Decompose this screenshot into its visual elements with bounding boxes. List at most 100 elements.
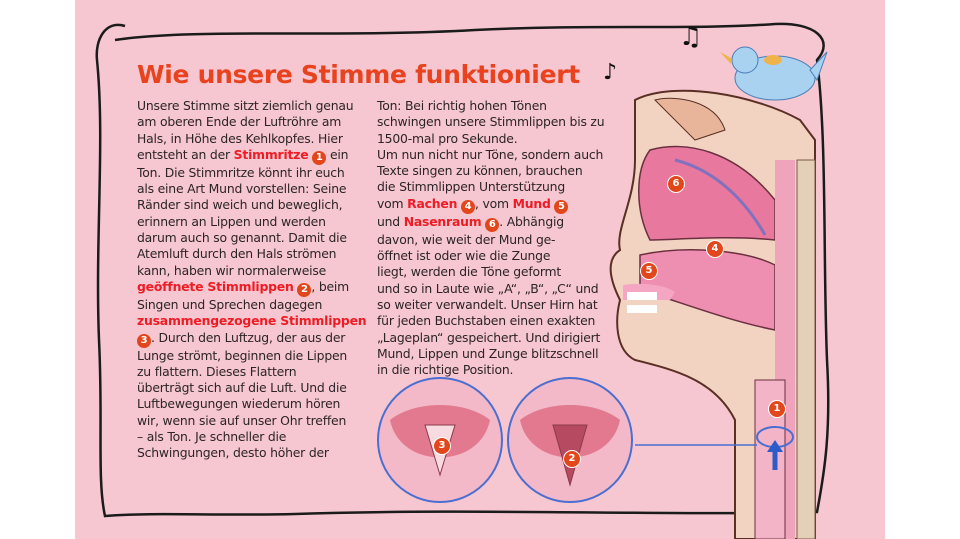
text-line: schwingen unsere Stimmlippen bis zu: [377, 114, 605, 130]
number-badge: 4: [460, 199, 475, 214]
text-segment: Hals, in Höhe des Kehlkopfes. Hier: [137, 130, 343, 146]
text-segment: die Stimmlippen Unterstützung: [377, 179, 566, 195]
text-line: Unsere Stimme sitzt ziemlich genau: [137, 98, 366, 114]
text-line: entsteht an der Stimmritze 1 ein: [137, 147, 366, 165]
number-badge: 5: [554, 199, 569, 214]
highlighted-term: zusammengezogene Stimmlippen: [137, 313, 367, 329]
text-line: vom Rachen 4, vom Mund 5: [377, 196, 604, 214]
text-line: überträgt sich auf die Luft. Und die: [137, 380, 366, 396]
badge-mouth: 5: [640, 262, 658, 280]
voice-anatomy-illustration: [377, 46, 828, 539]
highlighted-term: Rachen: [407, 195, 458, 211]
open-vocal-cords-view: [507, 377, 633, 503]
text-segment: und: [377, 213, 404, 229]
text-line: Lunge strömt, beginnen die Lippen: [137, 348, 366, 364]
text-segment: öffnet ist oder wie die Zunge: [377, 248, 551, 264]
text-segment: Ton. Die Stimmritze könnt ihr euch: [137, 164, 345, 180]
number-badge: 1: [312, 150, 327, 165]
text-segment: liegt, werden die Töne geformt: [377, 264, 562, 280]
music-note-icon: ♫: [679, 22, 703, 52]
text-segment: „Lageplan“ gespeichert. Und dirigiert: [377, 329, 601, 345]
badge-closed-cords: 3: [433, 437, 451, 455]
text-segment: schwingen unsere Stimmlippen bis zu: [377, 114, 605, 130]
text-segment: ein: [326, 146, 349, 162]
text-line: Atemluft durch den Hals strömen: [137, 246, 366, 262]
highlighted-term: Stimmritze: [233, 146, 309, 162]
text-segment: . Durch den Luftzug, der aus der: [151, 329, 346, 345]
text-segment: zu flattern. Dieses Flattern: [137, 363, 297, 379]
page-panel: Wie unsere Stimme funktioniert Unsere St…: [75, 0, 885, 539]
text-line: Um nun nicht nur Töne, sondern auch: [377, 147, 604, 163]
text-segment: in die richtige Position.: [377, 362, 514, 378]
page-title: Wie unsere Stimme funktioniert: [137, 60, 580, 89]
highlighted-term: Mund: [512, 195, 551, 211]
text-segment: , vom: [474, 195, 513, 211]
text-segment: Singen und Sprechen dagegen: [137, 296, 323, 312]
text-line: Hals, in Höhe des Kehlkopfes. Hier: [137, 131, 366, 147]
text-segment: Atemluft durch den Hals strömen: [137, 246, 337, 262]
badge-glottis: 1: [768, 400, 786, 418]
highlighted-term: geöffnete Stimmlippen: [137, 278, 294, 294]
text-segment: Um nun nicht nur Töne, sondern auch: [377, 146, 604, 162]
text-line: Singen und Sprechen dagegen: [137, 297, 366, 313]
text-segment: , beim: [311, 278, 350, 294]
text-segment: Lunge strömt, beginnen die Lippen: [137, 347, 348, 363]
text-line: 3. Durch den Luftzug, der aus der: [137, 330, 366, 348]
text-segment: Ränder sind weich und beweglich,: [137, 197, 343, 213]
hand-drawn-frame: [95, 22, 830, 518]
text-line: Ränder sind weich und beweglich,: [137, 197, 366, 213]
text-segment: – als Ton. Je schneller die: [137, 429, 287, 445]
text-segment: wir, wenn sie auf unser Ohr treffen: [137, 412, 347, 428]
text-line: am oberen Ende der Luftröhre am: [137, 114, 366, 130]
text-line: so weiter verwandelt. Unser Hirn hat: [377, 297, 604, 313]
text-line: liegt, werden die Töne geformt: [377, 264, 604, 280]
text-line: Schwingungen, desto höher der: [137, 445, 366, 461]
text-line: – als Ton. Je schneller die: [137, 429, 366, 445]
text-line: als eine Art Mund vorstellen: Seine: [137, 181, 366, 197]
text-line: Mund, Lippen und Zunge blitzschnell: [377, 346, 604, 362]
text-segment: kann, haben wir normalerweise: [137, 262, 327, 278]
text-segment: Ton: Bei richtig hohen Tönen: [377, 98, 547, 113]
text-segment: Texte singen zu können, brauchen: [377, 163, 583, 179]
text-line: für jeden Buchstaben einen exakten: [377, 313, 604, 329]
text-line: Ton. Die Stimmritze könnt ihr euch: [137, 165, 366, 181]
text-line: zu flattern. Dieses Flattern: [137, 364, 366, 380]
text-line: Luftbewegungen wiederum hören: [137, 396, 366, 412]
text-line: die Stimmlippen Unterstützung: [377, 179, 604, 195]
text-line: öffnet ist oder wie die Zunge: [377, 248, 604, 264]
text-line: kann, haben wir normalerweise: [137, 263, 366, 279]
badge-pharynx: 4: [706, 240, 724, 258]
text-segment: überträgt sich auf die Luft. Und die: [137, 380, 347, 396]
text-line: geöffnete Stimmlippen 2, beim: [137, 279, 366, 297]
bluebird-icon: [720, 46, 828, 101]
text-segment: . Abhängig: [499, 213, 564, 229]
head-cross-section: [609, 89, 816, 539]
text-segment: für jeden Buchstaben einen exakten: [377, 313, 596, 329]
text-line: 1500-mal pro Sekunde.: [377, 131, 604, 147]
text-segment: Unsere Stimme sitzt ziemlich genau: [137, 98, 354, 113]
text-line: Ton: Bei richtig hohen Tönen: [377, 98, 604, 114]
text-line: und so in Laute wie „A“, „B“, „C“ und: [377, 281, 604, 297]
highlighted-term: Nasenraum: [403, 213, 482, 229]
text-line: „Lageplan“ gespeichert. Und dirigiert: [377, 330, 604, 346]
text-segment: erinnern an Lippen und werden: [137, 213, 326, 229]
number-badge: 3: [137, 333, 151, 348]
text-line: in die richtige Position.: [377, 362, 604, 378]
text-line: wir, wenn sie auf unser Ohr treffen: [137, 413, 366, 429]
text-segment: entsteht an der: [137, 146, 234, 162]
text-segment: Schwingungen, desto höher der: [137, 445, 329, 461]
text-segment: Mund, Lippen und Zunge blitzschnell: [377, 345, 599, 361]
text-segment: davon, wie weit der Mund ge-: [377, 231, 556, 247]
text-segment: darum auch so genannt. Damit die: [137, 230, 347, 246]
number-badge: 6: [485, 217, 500, 232]
text-segment: 1500-mal pro Sekunde.: [377, 130, 518, 146]
text-segment: am oberen Ende der Luftröhre am: [137, 114, 342, 130]
text-line: und Nasenraum 6. Abhängig: [377, 214, 604, 232]
text-line: zusammengezogene Stimmlippen: [137, 313, 367, 329]
number-badge: 2: [297, 282, 312, 297]
text-line: davon, wie weit der Mund ge-: [377, 232, 604, 248]
text-line: Texte singen zu können, brauchen: [377, 163, 604, 179]
text-segment: als eine Art Mund vorstellen: Seine: [137, 181, 347, 197]
